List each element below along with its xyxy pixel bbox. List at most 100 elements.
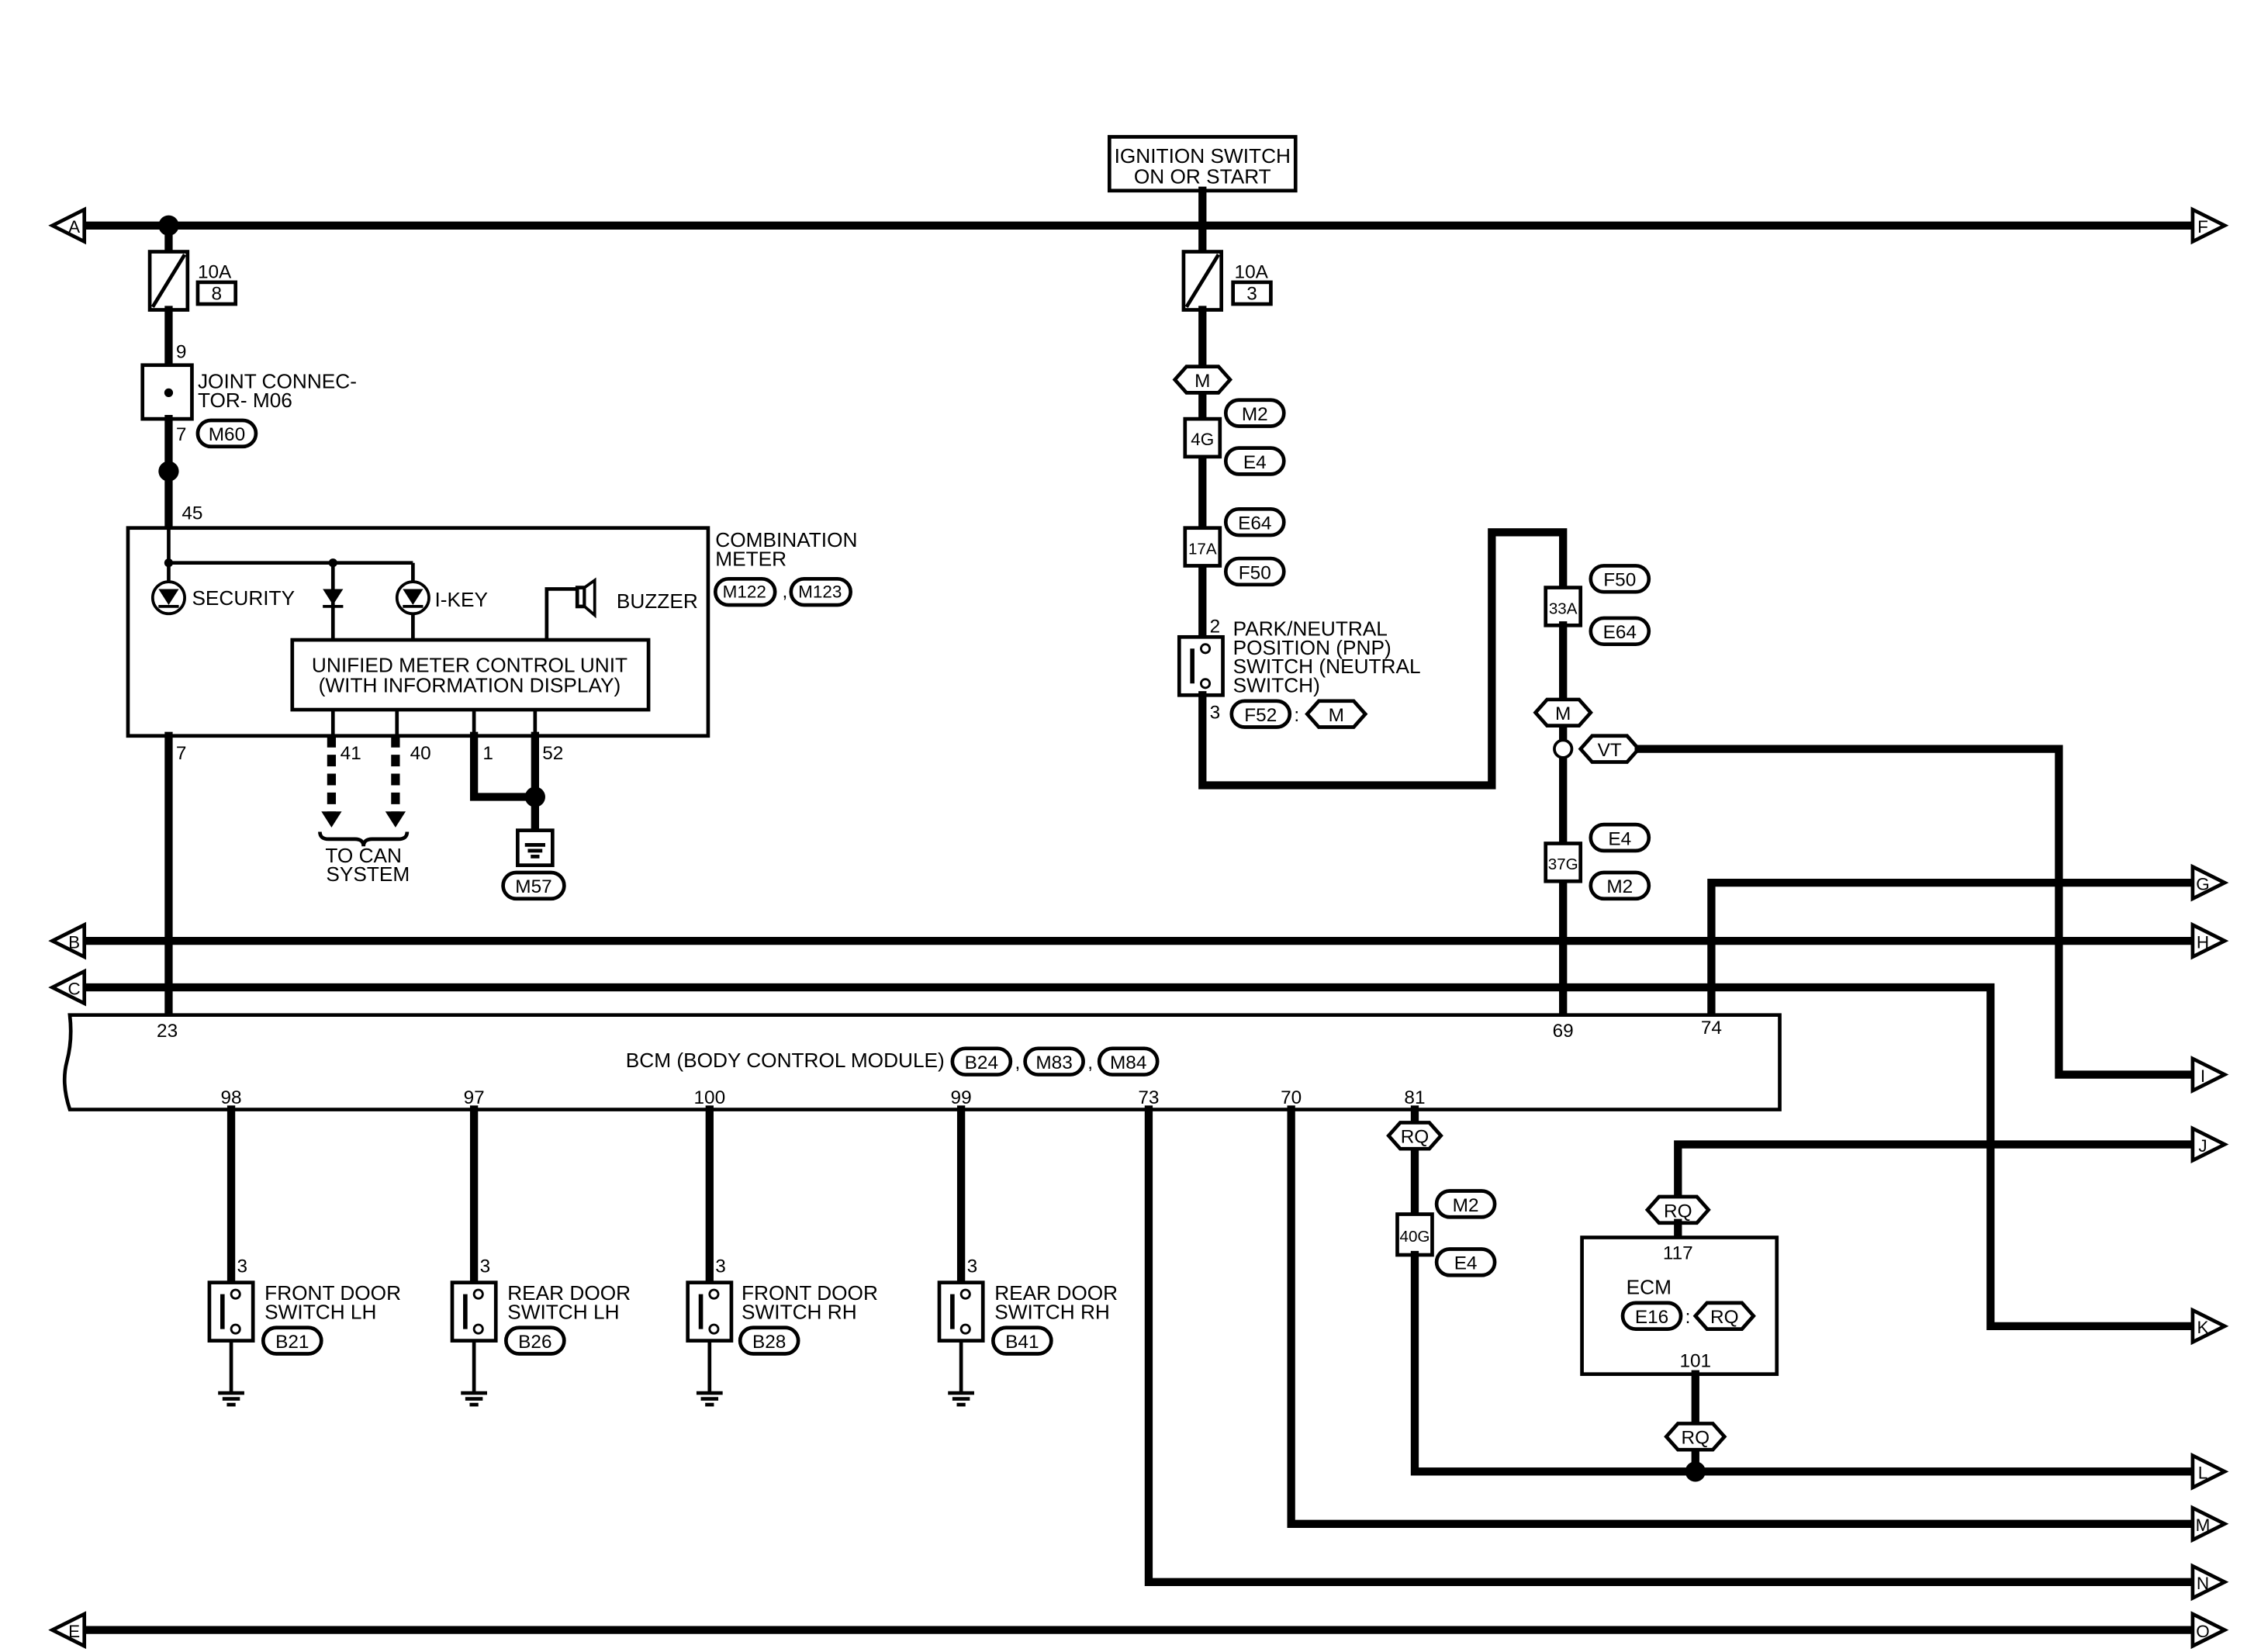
page-connector-o[interactable]: O [2190,1611,2229,1650]
page-connector-h[interactable]: H [2190,921,2229,960]
harness-m-shape-2 [1533,697,1593,728]
bcm-connector-b24: B24 [965,1052,998,1073]
bcm-pin-100: 100 [693,1087,725,1108]
door-switch-rear-lh: 3 REAR DOOR SWITCH LH B26 [450,1105,631,1407]
page-connector-label: I [2200,1066,2205,1086]
pnp-connector: F52 [1244,705,1277,726]
junction-dot [524,786,545,807]
door-switch-label-1: REAR DOOR [507,1281,631,1305]
ground-m57-tag: M57 [515,876,551,897]
door-switch-label-1: FRONT DOOR [264,1281,401,1305]
joint-connector-tag: M60 [209,424,245,445]
door-pin: 3 [715,1256,726,1277]
page-connector-label: J [2198,1136,2207,1156]
door-switch-front-rh: 3 FRONT DOOR SWITCH RH B28 [686,1105,878,1407]
page-connector-label: L [2198,1464,2208,1483]
meter-pin-41: 41 [341,743,361,764]
can-label-1: TO CAN [325,844,402,867]
meter-connector-m123: M123 [798,582,842,602]
combination-meter-title-1: COMBINATION [715,528,857,551]
meter-pin-7: 7 [176,743,187,764]
arrow-down-icon [321,811,342,828]
ecm-connector: E16 [1635,1307,1668,1328]
ecm-pin-101: 101 [1679,1350,1711,1371]
page-connector-f[interactable]: F [2190,206,2229,245]
page-connector-label: E [68,1622,80,1641]
pnp-pin-3: 3 [1210,702,1221,723]
tag-f50: F50 [1239,562,1271,583]
ignition-switch-label-1: IGNITION SWITCH [1115,144,1291,168]
combination-meter-title-2: METER [715,547,787,570]
i-key-led-icon [395,580,430,616]
bcm-pin-23: 23 [157,1021,178,1042]
harness-m-label-2: M [1555,703,1571,724]
page-connector-label: C [67,979,80,998]
fuse-10a-3: 10A 3 [1181,250,1273,312]
page-connector-e[interactable]: E [48,1611,87,1650]
junction-33a: 33A [1549,600,1578,617]
bcm-connector-m84: M84 [1110,1052,1146,1073]
door-switch-rear-rh: 3 REAR DOOR SWITCH RH B41 [937,1105,1118,1407]
tag-f50-2: F50 [1603,570,1636,591]
ecm-module: 117 ECM E16 : RQ 101 [1580,1236,1779,1377]
bcm-pin-81: 81 [1404,1087,1425,1108]
tag-e64-2: E64 [1603,622,1637,643]
separator: , [783,582,788,603]
separator: , [1015,1052,1020,1073]
page-connector-i[interactable]: I [2190,1056,2229,1094]
i-key-label: I-KEY [435,588,489,611]
fuse-rating: 10A [198,261,232,282]
wire-to-j [1674,1140,2200,1215]
bcm-label: BCM (BODY CONTROL MODULE) [626,1049,945,1072]
pnp-pin-2: 2 [1210,617,1221,638]
pnp-label-3: SWITCH (NEUTRAL [1233,655,1421,678]
harness-rq-shape-3 [1664,1422,1727,1452]
harness-m-label: M [1194,371,1210,392]
door-switch-label-2: SWITCH LH [264,1300,376,1323]
fuse-number: 8 [212,283,223,304]
door-switch-connector: B21 [275,1332,309,1353]
ecm-pin-117: 117 [1663,1243,1693,1264]
page-connector-l[interactable]: L [2190,1452,2229,1491]
bcm-pin-98: 98 [221,1087,242,1108]
tag-e4-2: E4 [1608,828,1631,849]
joint-connector-m06: JOINT CONNEC- TOR- M06 M60 [140,363,357,449]
harness-m-shape [1172,365,1233,395]
page-connector-label: K [2197,1318,2209,1337]
page-connector-b[interactable]: B [48,921,87,960]
wire-to-i [1634,745,2200,1079]
wire-to-g [1707,878,2200,1019]
ground-icon [516,828,555,867]
harness-rq-shape-2 [1644,1194,1711,1225]
page-connector-label: O [2196,1622,2210,1641]
joint-connector-label-1: JOINT CONNEC- [198,370,357,393]
arrow-down-icon [385,811,406,828]
unit-label-1: UNIFIED METER CONTROL UNIT [312,653,627,676]
door-pin: 3 [237,1256,248,1277]
security-led-icon [150,580,186,616]
fuse-10a-8: 10A 8 [147,250,238,312]
buzzer-icon [545,577,596,641]
page-connector-j[interactable]: J [2190,1125,2229,1163]
unified-meter-control-unit [290,638,651,712]
page-connector-n[interactable]: N [2190,1563,2229,1602]
joint-connector-label-2: TOR- M06 [198,389,292,412]
harness-rq-shape [1386,1121,1443,1151]
door-switch-connector: B26 [518,1332,551,1353]
page-connector-c[interactable]: C [48,968,87,1007]
page-connector-m[interactable]: M [2190,1505,2229,1543]
page-connector-label: A [68,217,80,237]
page-connector-g[interactable]: G [2190,863,2229,902]
harness-rq-label: RQ [1401,1127,1430,1148]
meter-pin-40: 40 [410,743,431,764]
meter-connector-m122: M122 [723,582,766,602]
page-connector-k[interactable]: K [2190,1307,2229,1346]
bcm-pin-74: 74 [1701,1018,1722,1039]
tag-m2-2: M2 [1606,876,1633,897]
page-connector-a[interactable]: A [48,206,87,245]
page-connector-label: M [2196,1515,2211,1535]
tag-e4-3: E4 [1454,1253,1478,1274]
bcm-pin-73: 73 [1138,1087,1159,1108]
wire-to-n [1144,1105,2200,1586]
